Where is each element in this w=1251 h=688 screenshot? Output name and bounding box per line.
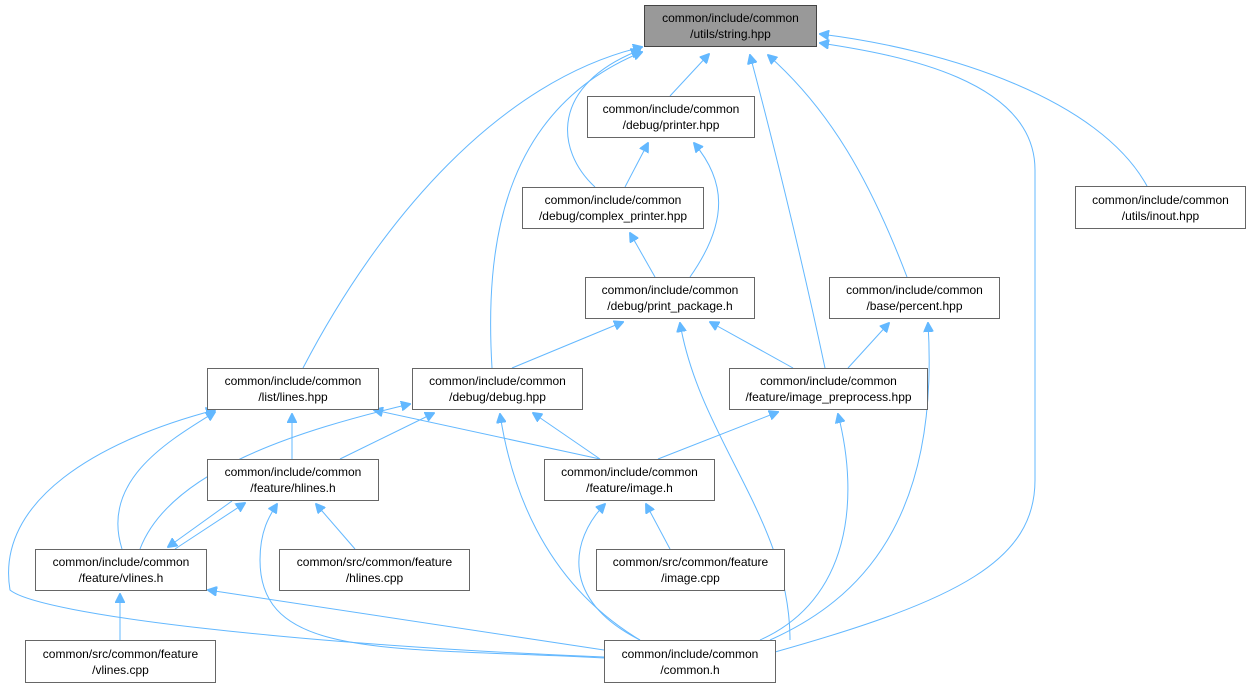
edge-vlines-lines — [117, 412, 215, 550]
edge-complex-printer — [624, 143, 648, 188]
node-label: common/src/common/feature — [296, 555, 453, 569]
node-label: common/include/common — [429, 374, 566, 388]
node-label: common/src/common/feature — [612, 555, 769, 569]
edge-vlines-hlines — [174, 503, 245, 550]
edge-common-printpackage — [680, 323, 791, 641]
node-debug-hpp[interactable]: common/include/common/debug/debug.hpp — [412, 368, 583, 410]
node-label: /feature/vlines.h — [78, 571, 164, 585]
edge-common-vlines — [208, 590, 605, 651]
edge-common-image — [578, 504, 641, 641]
edge-hlinescpp-hlines — [316, 504, 356, 550]
edge-hlines-vlines — [168, 500, 233, 547]
edge-printer-string — [669, 54, 709, 97]
node-inout-hpp[interactable]: common/include/common/utils/inout.hpp — [1075, 186, 1246, 229]
node-label: /debug/complex_printer.hpp — [538, 209, 688, 223]
node-label: common/include/common — [1092, 192, 1229, 207]
node-print-package-h[interactable]: common/include/common/debug/print_packag… — [585, 277, 755, 319]
node-string-hpp[interactable]: common/include/common/utils/string.hpp — [644, 5, 817, 47]
edge-preprocess-percent — [847, 323, 889, 369]
node-label: common/include/common — [52, 555, 190, 569]
node-label: /feature/hlines.h — [250, 481, 336, 495]
node-label: common/include/common — [760, 374, 897, 388]
edge-printpackage-printer — [689, 143, 719, 278]
edge-image-preprocess — [657, 412, 778, 460]
node-label: /utils/string.hpp — [690, 27, 771, 41]
node-image-preprocess-hpp[interactable]: common/include/common/feature/image_prep… — [729, 368, 928, 410]
node-label: /hlines.cpp — [345, 571, 404, 585]
node-label: common/include/common — [224, 465, 362, 479]
edge-common-debug — [500, 414, 641, 641]
node-label: common/include/common — [544, 193, 682, 207]
edge-image-lines — [374, 410, 601, 460]
node-label: common/include/common — [561, 465, 698, 479]
node-label: common/include/common — [621, 646, 759, 661]
edge-lines-string — [302, 47, 642, 369]
node-printer-hpp[interactable]: common/include/common/debug/printer.hpp — [587, 96, 755, 138]
node-label: /feature/image_preprocess.hpp — [745, 390, 912, 404]
node-label: common/include/common — [601, 283, 739, 297]
node-complex-printer-hpp[interactable]: common/include/common/debug/complex_prin… — [522, 187, 704, 229]
node-label: /vlines.cpp — [92, 662, 149, 677]
node-common-h[interactable]: common/include/common/common.h — [604, 640, 776, 683]
node-hlines-h[interactable]: common/include/common/feature/hlines.h — [207, 459, 379, 501]
edge-image-debug — [533, 413, 601, 460]
node-label: /list/lines.hpp — [258, 390, 328, 404]
node-image-h[interactable]: common/include/common/feature/image.h — [544, 459, 715, 501]
node-label: /debug/debug.hpp — [449, 390, 546, 404]
node-label: /base/percent.hpp — [866, 299, 963, 313]
node-label: /common.h — [660, 662, 720, 677]
node-percent-hpp[interactable]: common/include/common/base/percent.hpp — [829, 277, 1000, 319]
edge-common-lines — [8, 410, 605, 658]
node-vlines-h[interactable]: common/include/common/feature/vlines.h — [35, 549, 207, 591]
edge-preprocess-string — [750, 55, 826, 369]
edge-percent-string — [768, 55, 908, 278]
edge-common-hlines — [259, 504, 641, 661]
node-label: common/include/common — [662, 11, 799, 25]
node-label: common/include/common — [846, 283, 983, 297]
node-label: /feature/image.h — [586, 481, 673, 495]
edge-printpackage-complex — [630, 233, 656, 278]
node-label: /utils/inout.hpp — [1121, 208, 1200, 223]
node-label: common/src/common/feature — [42, 646, 199, 661]
edge-inout-string — [820, 34, 1148, 187]
edge-vlines-debug — [139, 404, 410, 550]
node-vlines-cpp[interactable]: common/src/common/feature/vlines.cpp — [25, 640, 216, 683]
node-label: common/include/common — [224, 374, 362, 388]
node-label: /debug/print_package.h — [607, 299, 733, 313]
edge-debug-printpackage — [511, 322, 623, 369]
edge-imagecpp-image — [646, 504, 671, 550]
edge-debug-string — [490, 52, 642, 369]
node-lines-hpp[interactable]: common/include/common/list/lines.hpp — [207, 368, 379, 410]
edge-common-preprocess — [759, 414, 849, 641]
edge-hlines-debug — [339, 413, 434, 460]
node-label: /debug/printer.hpp — [622, 118, 720, 132]
edge-complex-string — [567, 50, 640, 188]
edge-preprocess-printpackage — [710, 322, 794, 369]
node-hlines-cpp[interactable]: common/src/common/feature/hlines.cpp — [279, 549, 470, 591]
node-label: /image.cpp — [661, 571, 720, 585]
node-image-cpp[interactable]: common/src/common/feature/image.cpp — [596, 549, 785, 591]
edge-common-string — [774, 43, 1036, 653]
node-label: common/include/common — [602, 102, 740, 116]
